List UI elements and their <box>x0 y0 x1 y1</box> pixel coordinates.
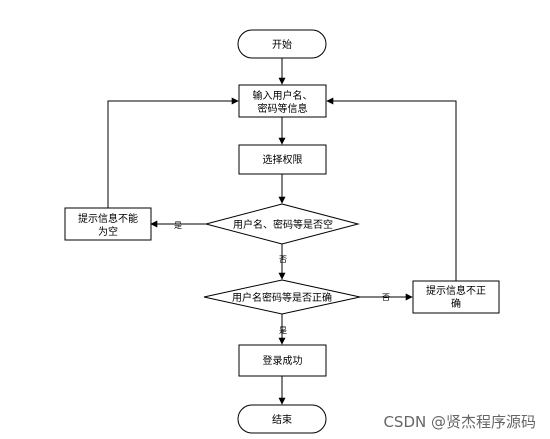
input-label-line1: 输入用户名、 <box>253 89 313 102</box>
login-success-node: 登录成功 <box>238 344 327 377</box>
watermark-text: CSDN @贤杰程序源码 <box>383 413 536 431</box>
check-correct-decision: 用户名密码等是否正确 <box>203 279 361 315</box>
incorrect-message-line1: 提示信息不正 <box>426 284 486 297</box>
correct-no-label: 否 <box>382 293 390 302</box>
correct-yes-label: 是 <box>279 326 287 335</box>
start-node: 开始 <box>237 29 327 59</box>
check-empty-decision: 用户名、密码等是否空 <box>204 203 360 245</box>
empty-message-line2: 为空 <box>98 225 118 238</box>
input-label-line2: 密码等信息 <box>258 102 308 115</box>
select-permission-label: 选择权限 <box>263 153 303 166</box>
check-correct-label: 用户名密码等是否正确 <box>232 291 332 304</box>
end-node: 结束 <box>237 404 327 434</box>
incorrect-message-line2: 确 <box>451 297 461 310</box>
empty-yes-label: 是 <box>174 221 182 230</box>
empty-message-line1: 提示信息不能 <box>78 212 138 225</box>
empty-message-node: 提示信息不能 为空 <box>64 207 152 241</box>
edge-empty-message-loop <box>107 97 239 208</box>
check-empty-label: 用户名、密码等是否空 <box>233 218 333 231</box>
incorrect-message-node: 提示信息不正 确 <box>412 280 500 314</box>
empty-no-label: 否 <box>279 255 287 264</box>
login-success-label: 登录成功 <box>263 354 303 367</box>
end-label: 结束 <box>272 413 292 426</box>
start-label: 开始 <box>272 38 292 51</box>
edge-incorrect-message-loop <box>326 97 457 281</box>
input-credentials-node: 输入用户名、 密码等信息 <box>238 84 327 118</box>
select-permission-node: 选择权限 <box>238 144 327 175</box>
